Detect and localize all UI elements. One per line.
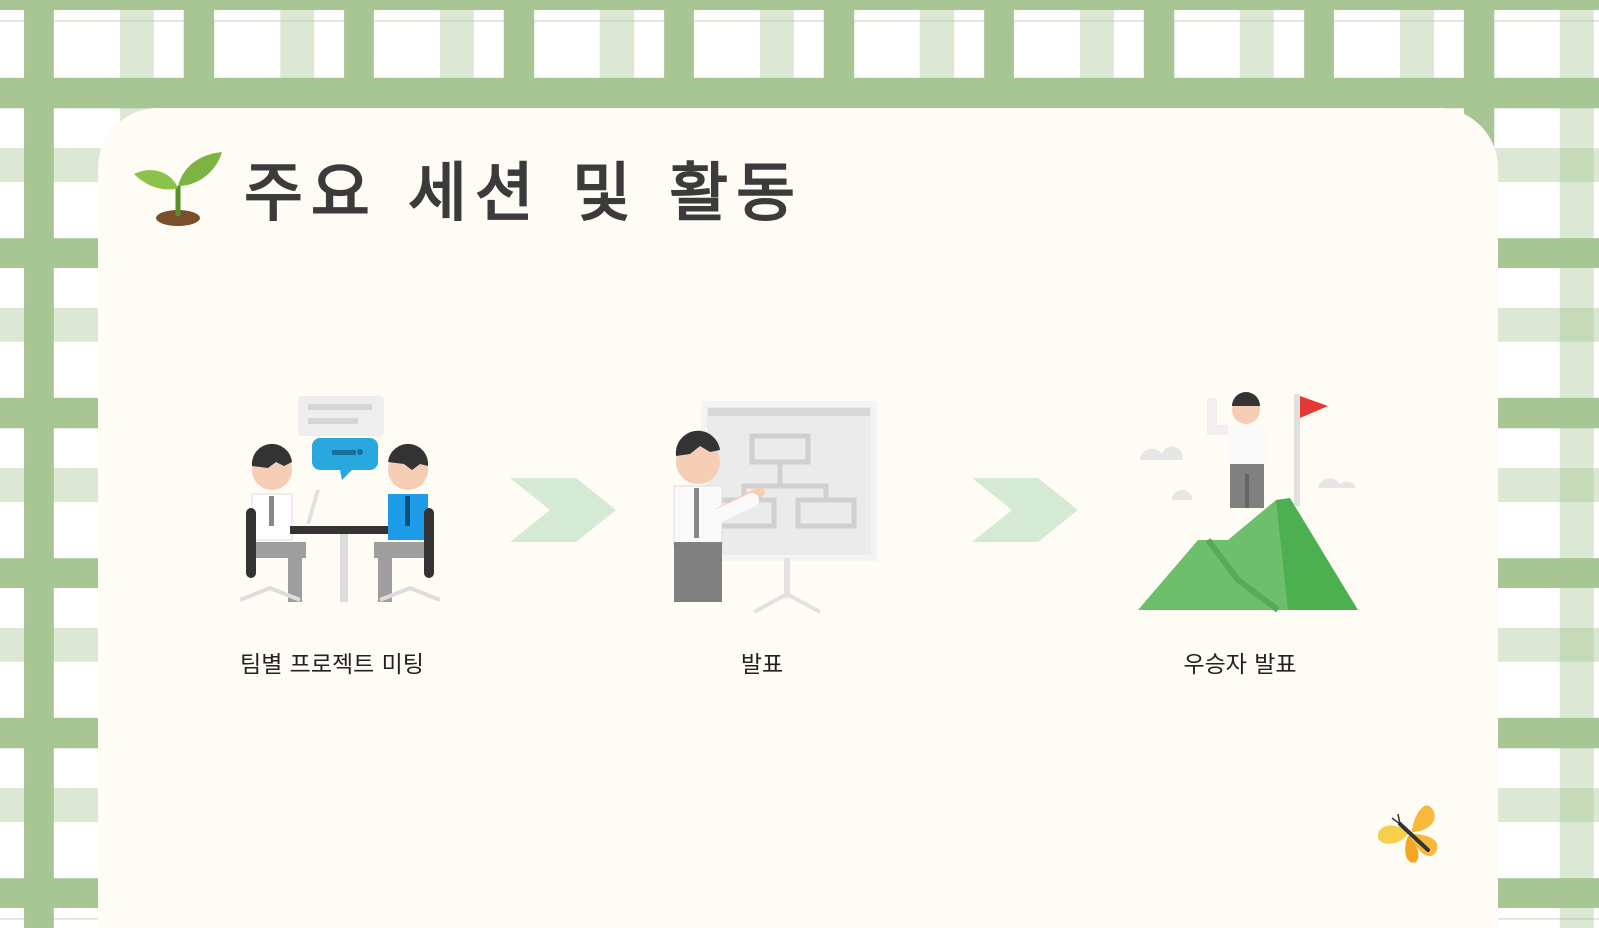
team-meeting-icon	[239, 396, 441, 602]
activity-team-meeting	[210, 390, 470, 624]
mountain-flag-winner-icon	[1138, 392, 1358, 613]
chevron-right-icon	[510, 478, 616, 542]
activity-winner	[1128, 390, 1388, 624]
presentation-icon	[673, 401, 877, 614]
activity-label-presentation: 발표	[740, 652, 784, 678]
butterfly-icon	[1377, 805, 1438, 863]
activity-label-team-meeting: 팀별 프로젝트 미팅	[240, 652, 424, 678]
sprout-icon	[134, 152, 222, 226]
activity-presentation	[648, 390, 908, 624]
title-row: 주요 세션 및 활동	[130, 142, 803, 234]
slide-title: 주요 세션 및 활동	[244, 157, 804, 231]
chevron-right-icon	[972, 478, 1078, 542]
activity-label-winner: 우승자 발표	[1183, 652, 1297, 678]
